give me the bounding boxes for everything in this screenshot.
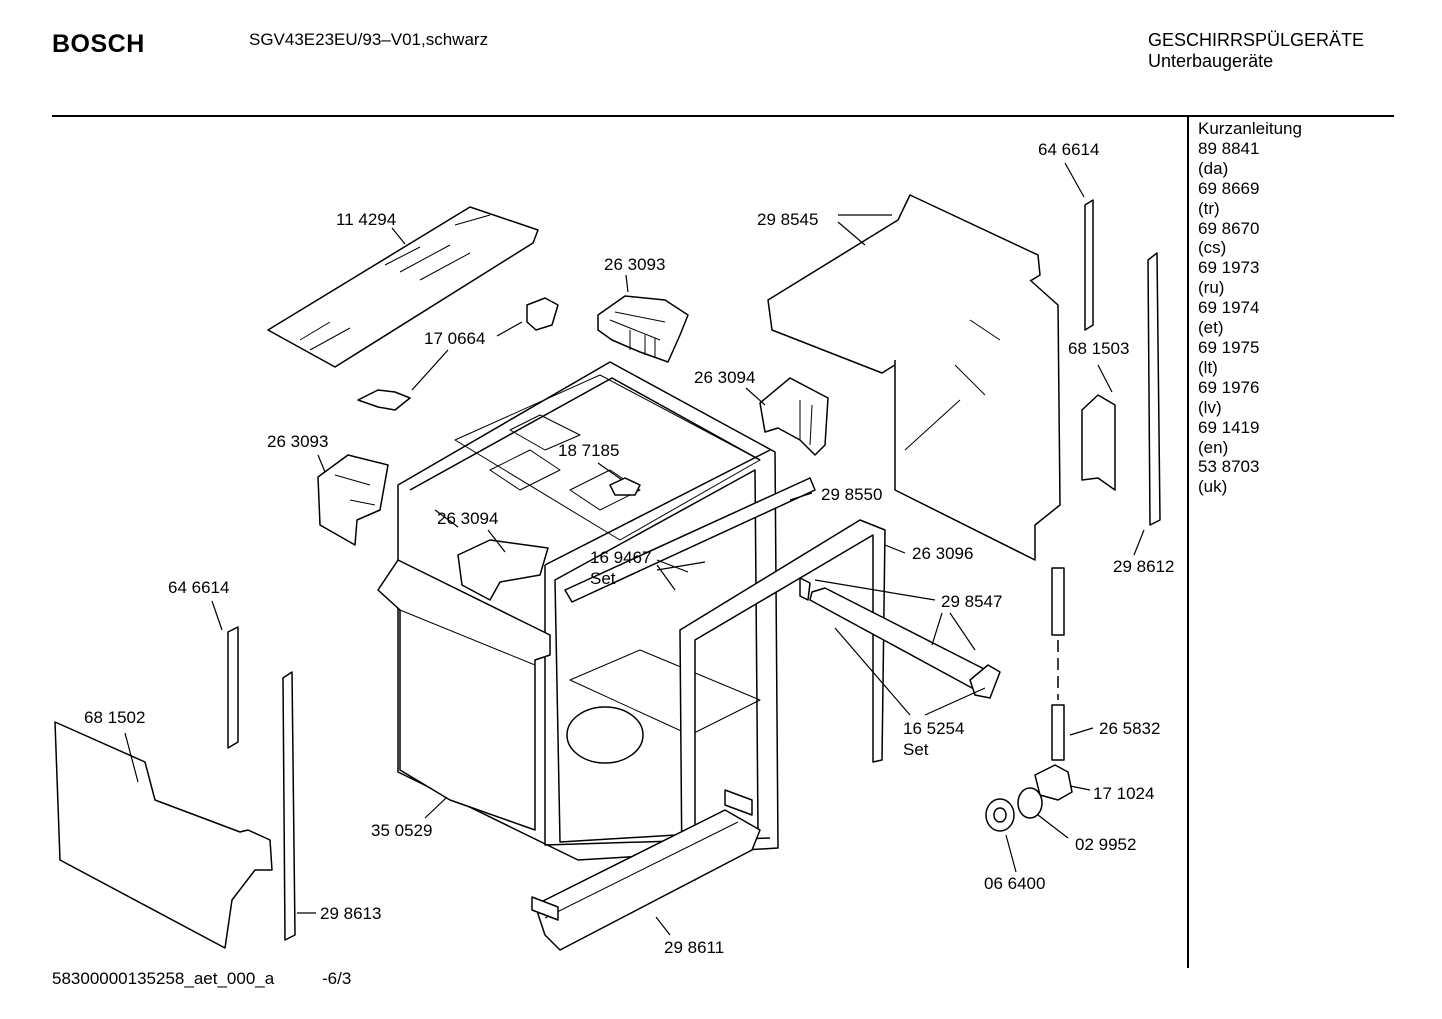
part-strip-left <box>282 671 296 941</box>
manual-language: (ru) <box>1198 278 1225 298</box>
part-connector-left <box>317 454 389 546</box>
part-base-plate <box>531 789 761 951</box>
part-number-label: 16 9467 <box>590 548 652 567</box>
part-rail-left <box>227 626 239 749</box>
part-number-label: 06 6400 <box>984 874 1046 893</box>
part-number-label: 29 8545 <box>757 210 819 229</box>
category-line-2: Unterbaugeräte <box>1148 51 1274 71</box>
manual-language: (et) <box>1198 318 1224 338</box>
manual-number: 69 1976 <box>1198 377 1260 397</box>
manual-language: (lt) <box>1198 357 1218 377</box>
part-insulation-mat <box>267 206 539 368</box>
brand-logo: BOSCH <box>52 30 145 58</box>
part-number-label: 29 8612 <box>1113 557 1175 576</box>
part-cover-middle <box>457 539 549 601</box>
manual-number: 69 8669 <box>1198 178 1260 198</box>
manual-list-title: Kurzanleitung <box>1198 119 1302 138</box>
part-number-label: 17 0664 <box>424 329 486 348</box>
part-seal-ring <box>1017 787 1043 819</box>
part-strip-right <box>1147 252 1161 526</box>
part-brackets <box>357 297 559 411</box>
manual-number: 69 8670 <box>1198 218 1260 238</box>
part-number-label: 64 6614 <box>168 578 230 597</box>
part-number-label: 35 0529 <box>371 821 433 840</box>
part-number-label: Set <box>590 569 616 588</box>
category-line-1: GESCHIRRSPÜLGERÄTE <box>1148 30 1365 50</box>
product-category: GESCHIRRSPÜLGERÄTE Unterbaugeräte <box>1148 30 1364 72</box>
manual-language: (tr) <box>1198 198 1220 218</box>
header-divider <box>52 115 1394 117</box>
part-number-label: 16 5254 <box>903 719 965 738</box>
manual-number: 69 1975 <box>1198 337 1260 357</box>
manual-number: 53 8703 <box>1198 457 1260 477</box>
part-number-label: 68 1503 <box>1068 339 1130 358</box>
part-rail-top <box>1084 199 1094 331</box>
part-hose <box>1051 567 1065 761</box>
part-number-label: 26 3096 <box>912 544 974 563</box>
sidebar-divider <box>1187 117 1189 968</box>
manual-number: 69 1973 <box>1198 258 1260 278</box>
part-number-label: 68 1502 <box>84 708 146 727</box>
part-number-label: 26 3093 <box>604 255 666 274</box>
manual-language: (cs) <box>1198 238 1227 258</box>
part-number-label: 18 7185 <box>558 441 620 460</box>
part-number-label: 26 5832 <box>1099 719 1161 738</box>
part-number-label: 26 3094 <box>694 368 756 387</box>
part-number-label: 11 4294 <box>336 210 397 229</box>
part-cover-top <box>759 377 829 456</box>
part-side-bracket-right <box>1081 394 1116 491</box>
leader-lines <box>124 162 1145 936</box>
manual-number: 69 1419 <box>1198 417 1260 437</box>
manual-language: (en) <box>1198 437 1229 457</box>
part-number-label: 29 8547 <box>941 592 1003 611</box>
part-side-panel-left <box>54 721 273 949</box>
part-number-label: 29 8611 <box>664 938 725 957</box>
part-number-label: Set <box>903 740 929 759</box>
manual-language: (lv) <box>1198 397 1222 417</box>
document-id: 58300000135258_aet_000_a <box>52 969 275 988</box>
manual-language: (da) <box>1198 158 1229 178</box>
part-gasket-upper <box>564 477 816 603</box>
manual-number: 89 8841 <box>1198 138 1260 158</box>
part-number-label: 26 3093 <box>267 432 329 451</box>
part-number-label: 02 9952 <box>1075 835 1137 854</box>
model-number: SGV43E23EU/93–V01,schwarz <box>249 30 489 49</box>
sheet-number: -6/3 <box>322 969 352 988</box>
part-number-label: 29 8613 <box>320 904 382 923</box>
part-number-label: 17 1024 <box>1093 784 1155 803</box>
part-number-label: 29 8550 <box>821 485 883 504</box>
part-cap <box>985 798 1015 832</box>
part-number-label: 64 6614 <box>1038 140 1100 159</box>
manual-language: (uk) <box>1198 477 1228 497</box>
part-number-label: 26 3094 <box>437 509 499 528</box>
manual-list: Kurzanleitung 89 8841 (da) 69 8669 (tr) … <box>1198 119 1302 497</box>
part-clip <box>609 477 641 496</box>
part-connector-top <box>597 295 689 363</box>
part-top-plate <box>767 194 1061 561</box>
manual-number: 69 1974 <box>1198 298 1260 318</box>
